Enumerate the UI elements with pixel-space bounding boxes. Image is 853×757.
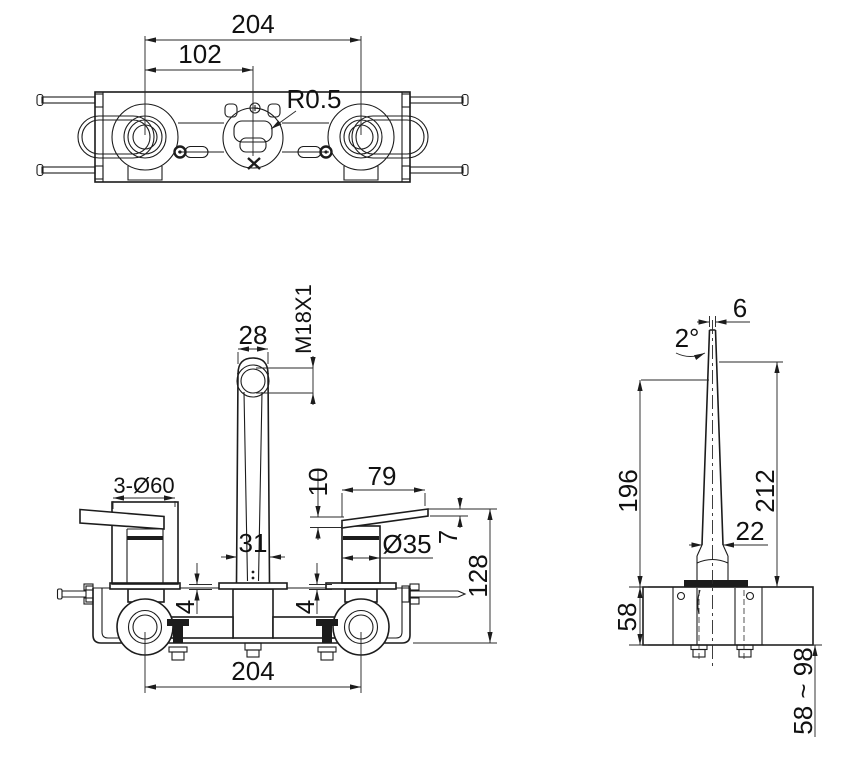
front-view: 28 M18X1 3-Ø60 79 10 31 Ø35 7 — [56, 284, 497, 693]
dim-label-m18x1: M18X1 — [291, 284, 316, 354]
dim-label-58: 58 — [612, 603, 642, 632]
dim-label-3d60: 3-Ø60 — [113, 473, 174, 498]
dim-label-128: 128 — [463, 554, 493, 597]
top-mount-tab — [94, 165, 104, 180]
dim-label-4-left: 4 — [170, 600, 200, 614]
dim-label-d35: Ø35 — [382, 529, 431, 559]
top-view: 204 102 R0.5 — [36, 9, 469, 183]
front-right-valve-body — [332, 598, 390, 656]
dim-label-22: 22 — [736, 516, 765, 546]
dim-label-196: 196 — [613, 469, 643, 512]
mounting-rods — [36, 93, 469, 177]
front-view-dimensions: 28 M18X1 3-Ø60 79 10 31 Ø35 7 — [112, 284, 497, 693]
dim-label-212: 212 — [750, 469, 780, 512]
dim-label-58-98: 58 ~ 98 — [788, 647, 818, 734]
dim-label-r05: R0.5 — [287, 84, 342, 114]
side-view-dimensions: 6 2° 196 212 22 58 58 ~ 98 — [612, 293, 822, 737]
dim-label-102: 102 — [178, 39, 221, 69]
front-spout — [235, 357, 271, 584]
dim-label-204-bottom: 204 — [231, 656, 274, 686]
side-body — [642, 586, 814, 661]
side-view: 6 2° 196 212 22 58 58 ~ 98 — [612, 293, 822, 737]
center-escutcheon-plate — [218, 582, 288, 590]
center-spout-block — [232, 588, 274, 639]
top-mount-tab — [94, 93, 104, 108]
dim-label-6: 6 — [733, 293, 747, 323]
front-left-valve-body — [116, 598, 174, 656]
top-mount-tab — [401, 165, 411, 180]
dim-label-4-right: 4 — [290, 600, 320, 614]
dim-label-79: 79 — [368, 461, 397, 491]
dim-label-2deg: 2° — [675, 323, 700, 353]
top-left-valve — [77, 103, 209, 181]
side-flange-plate — [684, 580, 748, 588]
front-left-handle — [79, 501, 179, 585]
center-x-mark — [247, 157, 261, 170]
dim-label-28: 28 — [239, 320, 268, 350]
top-right-valve — [297, 103, 429, 181]
top-view-dimensions: 204 102 R0.5 — [144, 9, 362, 156]
left-escutcheon-plate — [109, 582, 181, 590]
dim-label-10: 10 — [303, 468, 333, 497]
top-mount-tab — [401, 93, 411, 108]
right-escutcheon-plate — [325, 582, 397, 590]
top-body-outline — [94, 91, 411, 183]
dim-label-31: 31 — [239, 528, 268, 558]
front-fixing-bolts — [167, 619, 338, 661]
dim-label-204-top: 204 — [231, 9, 274, 39]
dim-label-7: 7 — [433, 530, 463, 544]
top-body-contour — [178, 122, 329, 153]
front-right-handle — [341, 508, 429, 584]
